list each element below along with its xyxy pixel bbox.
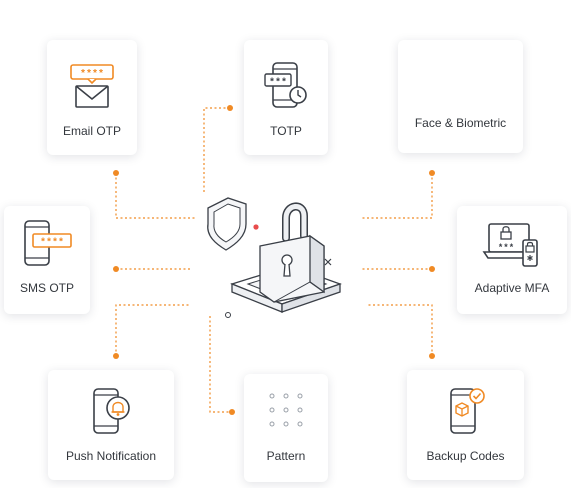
connector-face-biometric xyxy=(360,173,433,219)
card-push-notification[interactable]: Push Notification xyxy=(48,370,174,480)
adaptive-mfa-badge-text: *** xyxy=(498,243,514,253)
connector-dot xyxy=(113,266,119,272)
totp-label: TOTP xyxy=(270,124,302,138)
email-otp-badge-text: **** xyxy=(80,69,104,81)
push-notification-label: Push Notification xyxy=(65,449,157,463)
connector-push-notification xyxy=(115,304,190,356)
phone-bell-icon xyxy=(93,388,130,434)
card-adaptive-mfa[interactable]: *** Adaptive MFA xyxy=(457,206,567,314)
connector-backup-codes xyxy=(366,304,433,356)
connector-totp xyxy=(203,107,230,192)
connector-email-otp xyxy=(115,173,196,219)
connector-dot xyxy=(429,266,435,272)
connector-dot xyxy=(113,170,119,176)
connector-dot xyxy=(429,170,435,176)
totp-badge-text: *** xyxy=(269,77,287,89)
card-totp[interactable]: *** TOTP xyxy=(244,40,328,155)
card-email-otp[interactable]: **** Email OTP xyxy=(47,40,137,155)
adaptive-mfa-label: Adaptive MFA xyxy=(474,281,550,295)
backup-codes-label: Backup Codes xyxy=(426,449,505,463)
connector-dot xyxy=(429,353,435,359)
face-biometric-label: Face & Biometric xyxy=(414,116,507,130)
card-backup-codes[interactable]: Backup Codes xyxy=(407,370,524,480)
connector-dot xyxy=(113,353,119,359)
envelope-icon: **** xyxy=(70,64,114,108)
connector-pattern xyxy=(209,316,232,413)
dot-grid-icon xyxy=(269,393,303,427)
laptop-lock-icon: *** xyxy=(482,223,538,267)
pattern-label: Pattern xyxy=(266,449,306,463)
central-padlock-hub xyxy=(190,180,360,345)
email-otp-label: Email OTP xyxy=(62,124,121,138)
card-sms-otp[interactable]: **** SMS OTP xyxy=(4,206,90,314)
connector-dot xyxy=(227,105,233,111)
connector-dot xyxy=(229,409,235,415)
phone-clock-icon: *** xyxy=(264,62,307,108)
padlock-shield-icon xyxy=(207,197,342,318)
face-scan-icon xyxy=(438,54,484,100)
phone-message-icon: **** xyxy=(24,220,72,266)
sms-otp-badge-text: **** xyxy=(40,237,64,249)
card-face-biometric[interactable]: Face & Biometric xyxy=(398,40,523,153)
sms-otp-label: SMS OTP xyxy=(19,281,74,295)
card-pattern[interactable]: Pattern xyxy=(244,374,328,482)
phone-box-check-icon xyxy=(449,388,485,434)
